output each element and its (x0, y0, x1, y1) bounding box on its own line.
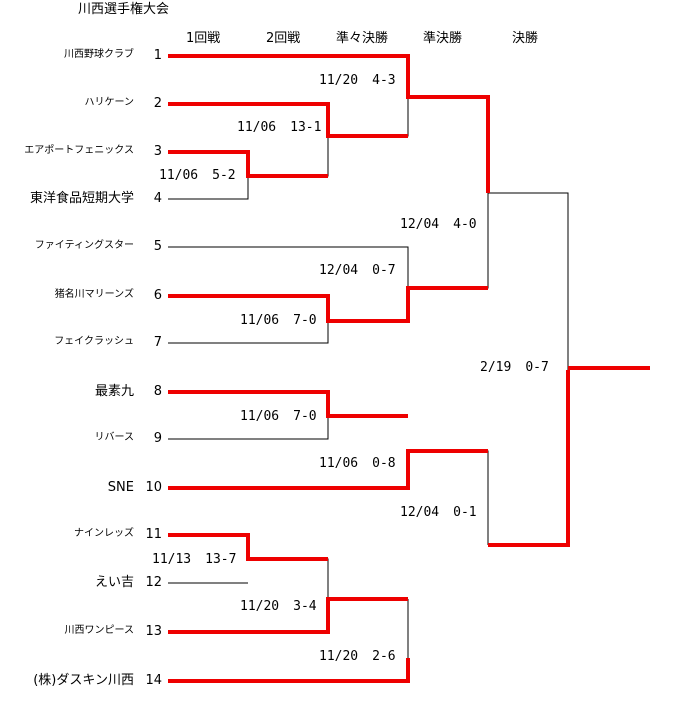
round-label-final: 決勝 (512, 31, 539, 46)
match-result-qf-2: 12/04 0-7 (319, 264, 396, 277)
match-date: 11/13 (152, 552, 192, 567)
winner-path-team-10 (168, 449, 488, 490)
winner-path-team-3 (168, 150, 328, 178)
team-number: 8 (153, 384, 162, 399)
bracket-line (408, 450, 489, 545)
bracket-line (248, 128, 329, 177)
bracket-line (328, 97, 409, 137)
page-title: 川西選手権大会 (78, 2, 170, 17)
match-date: 11/20 (240, 599, 280, 614)
team-name: ハリケーン (84, 97, 135, 108)
bracket-line (168, 176, 249, 200)
match-result-r1-1: 11/06 5-2 (159, 169, 236, 182)
match-score: 4-3 (372, 73, 396, 88)
match-date: 12/04 (319, 263, 359, 278)
match-score: 3-4 (293, 599, 317, 614)
match-result-sf-2: 12/04 0-1 (400, 506, 477, 519)
team-number: 13 (145, 624, 162, 639)
team-number: 12 (145, 575, 162, 590)
match-date: 11/20 (319, 649, 359, 664)
match-date: 11/20 (319, 73, 359, 88)
match-score: 5-2 (212, 168, 236, 183)
team-number: 1 (153, 48, 162, 63)
team-name: 川西ワンピース (64, 625, 135, 636)
match-score: 0-1 (453, 505, 477, 520)
team-name: 東洋食品短期大学 (29, 191, 134, 206)
match-date: 12/04 (400, 217, 440, 232)
match-result-r2-2: 11/06 7-0 (240, 314, 317, 327)
team-name: (株)ダスキン川西 (33, 673, 134, 688)
winner-path-team-2 (168, 102, 408, 138)
team-number: 2 (153, 96, 162, 111)
team-name: 最素九 (94, 384, 134, 399)
match-score: 0-8 (372, 456, 396, 471)
team-number: 9 (153, 431, 162, 446)
team-name: えい吉 (94, 575, 134, 590)
match-date: 11/06 (240, 313, 280, 328)
team-name: 猪名川マリーンズ (54, 289, 134, 300)
bracket-line (408, 193, 489, 289)
team-number: 5 (153, 239, 162, 254)
match-score: 7-0 (293, 313, 317, 328)
match-result-r2-4: 11/20 3-4 (240, 600, 317, 613)
match-date: 11/06 (319, 456, 359, 471)
team-name: リバース (94, 432, 135, 443)
round-label-1: 1回戦 (186, 31, 221, 46)
team-number: 6 (153, 288, 162, 303)
team-name: ファイティングスター (34, 240, 134, 251)
winner-path-team-1 (168, 54, 490, 193)
match-date: 2/19 (480, 360, 512, 375)
team-name: SNE (107, 480, 134, 495)
bracket-line (168, 321, 329, 344)
team-name: ナインレッズ (74, 528, 134, 539)
team-number: 14 (145, 673, 162, 688)
match-result-r1-2: 11/13 13-7 (152, 553, 236, 566)
team-number: 3 (153, 144, 162, 159)
match-result-qf-3: 11/06 0-8 (319, 457, 396, 470)
match-date: 11/06 (237, 120, 277, 135)
round-label-semifinal: 準決勝 (423, 31, 463, 46)
match-result-r2-3: 11/06 7-0 (240, 410, 317, 423)
team-number: 7 (153, 335, 162, 350)
team-number: 4 (153, 191, 162, 206)
match-score: 4-0 (453, 217, 477, 232)
match-result-r2-1: 11/06 13-1 (237, 121, 321, 134)
team-name: フェイクラッシュ (54, 336, 134, 347)
match-result-qf-4: 11/20 2-6 (319, 650, 396, 663)
match-result-sf-1: 12/04 4-0 (400, 218, 477, 231)
match-score: 13-1 (290, 120, 322, 135)
winner-path-semifinal-2 (488, 370, 570, 547)
winner-path-team-8 (168, 390, 408, 418)
winner-path-team-11 (168, 533, 328, 561)
team-name: エアポートフェニックス (24, 145, 134, 156)
winner-path-team-6 (168, 286, 488, 323)
match-result-qf-1: 11/20 4-3 (319, 74, 396, 87)
match-score: 13-7 (205, 552, 237, 567)
winner-path-team-14 (168, 658, 410, 683)
team-number: 10 (145, 480, 162, 495)
bracket-line (248, 558, 329, 600)
bracket-line (168, 246, 409, 288)
team-name: 川西野球クラブ (64, 49, 134, 60)
match-date: 11/06 (159, 168, 199, 183)
match-score: 0-7 (525, 360, 549, 375)
match-date: 12/04 (400, 505, 440, 520)
team-number: 11 (145, 527, 162, 542)
match-score: 2-6 (372, 649, 396, 664)
match-date: 11/06 (240, 409, 280, 424)
round-label-quarterfinal: 準々決勝 (336, 31, 389, 46)
winner-path-team-13 (168, 597, 408, 634)
round-label-2: 2回戦 (266, 31, 301, 46)
match-score: 7-0 (293, 409, 317, 424)
match-result-final: 2/19 0-7 (480, 361, 549, 374)
match-score: 0-7 (372, 263, 396, 278)
bracket-line (488, 192, 569, 370)
bracket-line (168, 416, 329, 440)
